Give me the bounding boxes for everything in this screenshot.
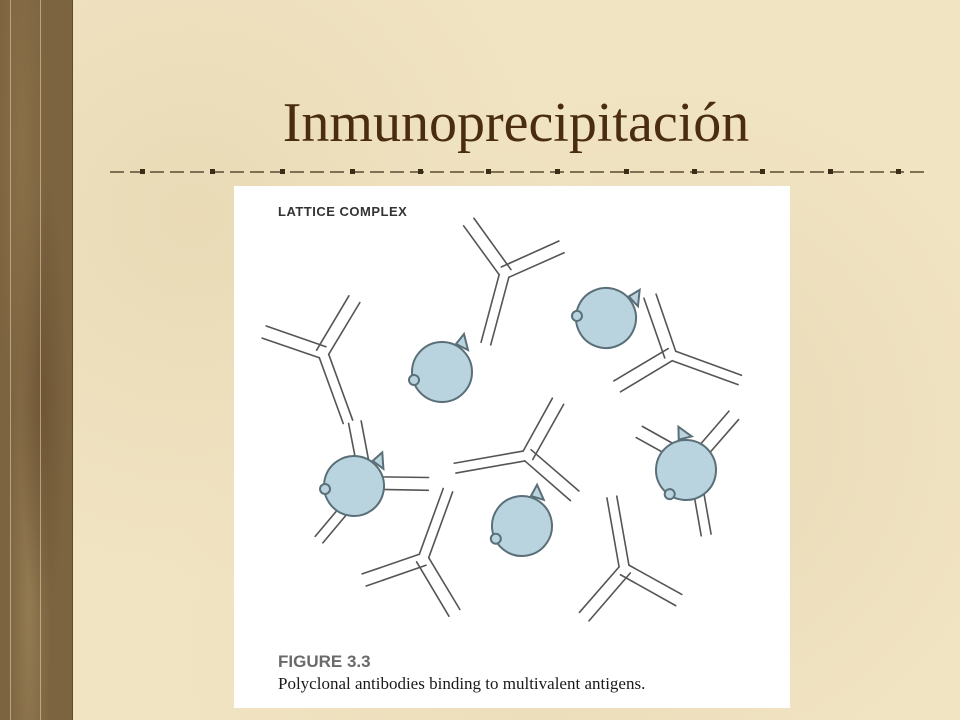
lattice-complex-diagram — [257, 215, 759, 624]
antibody — [257, 292, 398, 441]
antigen-circle-icon — [563, 270, 649, 358]
antigen-circle-icon — [635, 420, 730, 516]
decorative-side-strip — [0, 0, 73, 720]
title-divider — [110, 169, 930, 174]
strip-line — [10, 0, 11, 720]
antibody — [559, 487, 685, 624]
strip-line — [40, 0, 41, 720]
slide-title: Inmunoprecipitación — [282, 92, 750, 154]
figure-number: FIGURE 3.3 — [278, 652, 371, 671]
antigen-circle-icon — [408, 333, 473, 403]
antigen-circle-icon — [315, 441, 392, 522]
figure-caption: Polyclonal antibodies binding to multiva… — [278, 674, 646, 693]
figure-heading: LATTICE COMPLEX — [278, 204, 408, 219]
antigen-circle-icon — [481, 482, 558, 563]
figure-panel: LATTICE COMPLEX FIGURE 3.3 Polyclonal an… — [234, 186, 790, 708]
antibody — [434, 215, 568, 358]
